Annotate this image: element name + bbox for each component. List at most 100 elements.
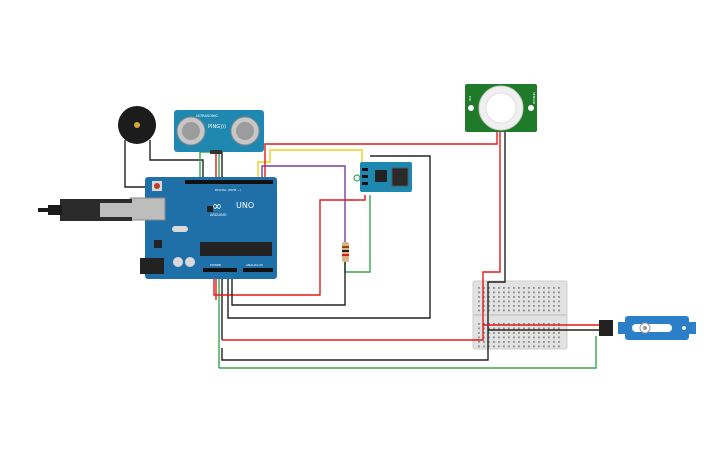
breadboard-hole xyxy=(558,341,560,343)
arduino-uno-board[interactable]: DIGITAL (PWM ~) POWER ANALOG IN ∞ UNO AR… xyxy=(38,177,277,279)
breadboard-hole xyxy=(513,327,515,330)
breadboard[interactable] xyxy=(472,280,568,350)
breadboard-hole xyxy=(508,345,510,348)
breadboard-hole xyxy=(498,296,500,298)
breadboard-hole xyxy=(488,296,490,298)
breadboard-hole xyxy=(498,300,500,303)
breadboard-hole xyxy=(488,300,490,303)
breadboard-hole xyxy=(538,309,540,312)
breadboard-hole xyxy=(558,287,560,289)
breadboard-hole xyxy=(528,291,530,294)
breadboard-hole xyxy=(508,332,510,334)
wire-red-pir-bb xyxy=(482,132,501,325)
wire-green-ultra xyxy=(199,151,213,178)
digital-header-label: DIGITAL (PWM ~) xyxy=(215,188,241,192)
breadboard-hole xyxy=(498,323,500,325)
breadboard-hole xyxy=(478,327,480,330)
breadboard-hole xyxy=(523,345,525,348)
breadboard-hole xyxy=(553,305,555,307)
breadboard-hole xyxy=(543,327,545,330)
breadboard-hole xyxy=(558,300,560,303)
breadboard-hole xyxy=(518,296,520,298)
breadboard-hole xyxy=(513,296,515,298)
breadboard-hole xyxy=(503,336,505,339)
breadboard-hole xyxy=(543,305,545,307)
breadboard-hole xyxy=(493,336,495,339)
breadboard-hole xyxy=(518,327,520,330)
breadboard-hole xyxy=(548,305,550,307)
breadboard-hole xyxy=(503,309,505,312)
breadboard-hole xyxy=(523,332,525,334)
breadboard-hole xyxy=(518,300,520,303)
breadboard-hole xyxy=(488,287,490,289)
breadboard-hole xyxy=(548,291,550,294)
breadboard-hole xyxy=(558,309,560,312)
breadboard-hole xyxy=(478,323,480,325)
power-jack xyxy=(140,258,164,274)
breadboard-hole xyxy=(538,332,540,334)
breadboard-hole xyxy=(538,300,540,303)
breadboard-hole xyxy=(543,341,545,343)
wire-purple xyxy=(261,165,346,242)
breadboard-hole xyxy=(503,305,505,307)
breadboard-hole xyxy=(498,336,500,339)
ultrasonic-sensor[interactable]: PING))) ULTRASONIC xyxy=(174,110,264,154)
breadboard-hole xyxy=(513,332,515,334)
breadboard-hole xyxy=(548,327,550,330)
wire-red-wifi xyxy=(213,195,366,296)
breadboard-hole xyxy=(553,332,555,334)
breadboard-hole xyxy=(523,291,525,294)
breadboard-hole xyxy=(508,296,510,298)
breadboard-hole xyxy=(518,291,520,294)
breadboard-hole xyxy=(523,327,525,330)
breadboard-hole xyxy=(493,323,495,325)
breadboard-hole xyxy=(498,341,500,343)
breadboard-holes xyxy=(478,287,560,348)
atmega-chip xyxy=(200,242,272,256)
breadboard-hole xyxy=(503,300,505,303)
breadboard-hole xyxy=(488,291,490,294)
breadboard-hole xyxy=(513,336,515,339)
breadboard-hole xyxy=(503,323,505,325)
breadboard-hole xyxy=(483,309,485,312)
breadboard-hole xyxy=(538,345,540,348)
wire-black-wifi xyxy=(227,155,431,319)
wire-black-pir-bb xyxy=(487,132,506,330)
breadboard-hole xyxy=(513,305,515,307)
breadboard-hole xyxy=(478,296,480,298)
breadboard-hole xyxy=(553,287,555,289)
usb-cable xyxy=(38,199,132,221)
wire-black-bottom xyxy=(231,262,346,306)
breadboard-hole xyxy=(513,291,515,294)
breadboard-hole xyxy=(523,296,525,298)
breadboard-hole xyxy=(553,345,555,348)
breadboard-hole xyxy=(528,287,530,289)
breadboard-hole xyxy=(548,341,550,343)
breadboard-hole xyxy=(533,332,535,334)
breadboard-hole xyxy=(548,296,550,298)
ultrasonic-label: PING))) xyxy=(208,124,226,130)
piezo-buzzer[interactable] xyxy=(118,106,156,144)
breadboard-hole xyxy=(488,332,490,334)
resistor[interactable] xyxy=(342,242,349,262)
breadboard-hole xyxy=(498,327,500,330)
breadboard-hole xyxy=(513,341,515,343)
breadboard-hole xyxy=(523,287,525,289)
servo-motor[interactable] xyxy=(599,316,696,340)
breadboard-hole xyxy=(518,341,520,343)
breadboard-hole xyxy=(483,327,485,330)
breadboard-hole xyxy=(508,309,510,312)
esp-wifi-module[interactable] xyxy=(353,162,412,192)
pir-motion-sensor[interactable]: PIR SENSOR xyxy=(465,84,537,132)
breadboard-hole xyxy=(533,305,535,307)
breadboard-hole xyxy=(533,341,535,343)
breadboard-hole xyxy=(558,296,560,298)
breadboard-hole xyxy=(488,341,490,343)
breadboard-hole xyxy=(483,296,485,298)
breadboard-hole xyxy=(548,300,550,303)
breadboard-hole xyxy=(478,309,480,312)
breadboard-hole xyxy=(533,323,535,325)
breadboard-hole xyxy=(523,323,525,325)
breadboard-hole xyxy=(538,341,540,343)
